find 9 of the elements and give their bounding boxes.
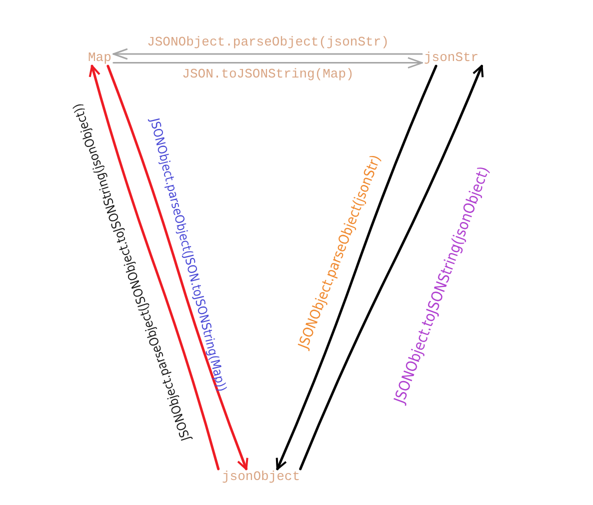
arrow	[88, 64, 220, 470]
arrow	[112, 57, 423, 69]
node-label: jsonObject	[220, 469, 302, 485]
node-label: Map	[86, 50, 114, 66]
arrow	[276, 64, 438, 470]
arrow	[112, 48, 423, 60]
arrow	[106, 64, 248, 470]
node-label: jsonStr	[422, 50, 481, 66]
arrow	[299, 64, 484, 470]
